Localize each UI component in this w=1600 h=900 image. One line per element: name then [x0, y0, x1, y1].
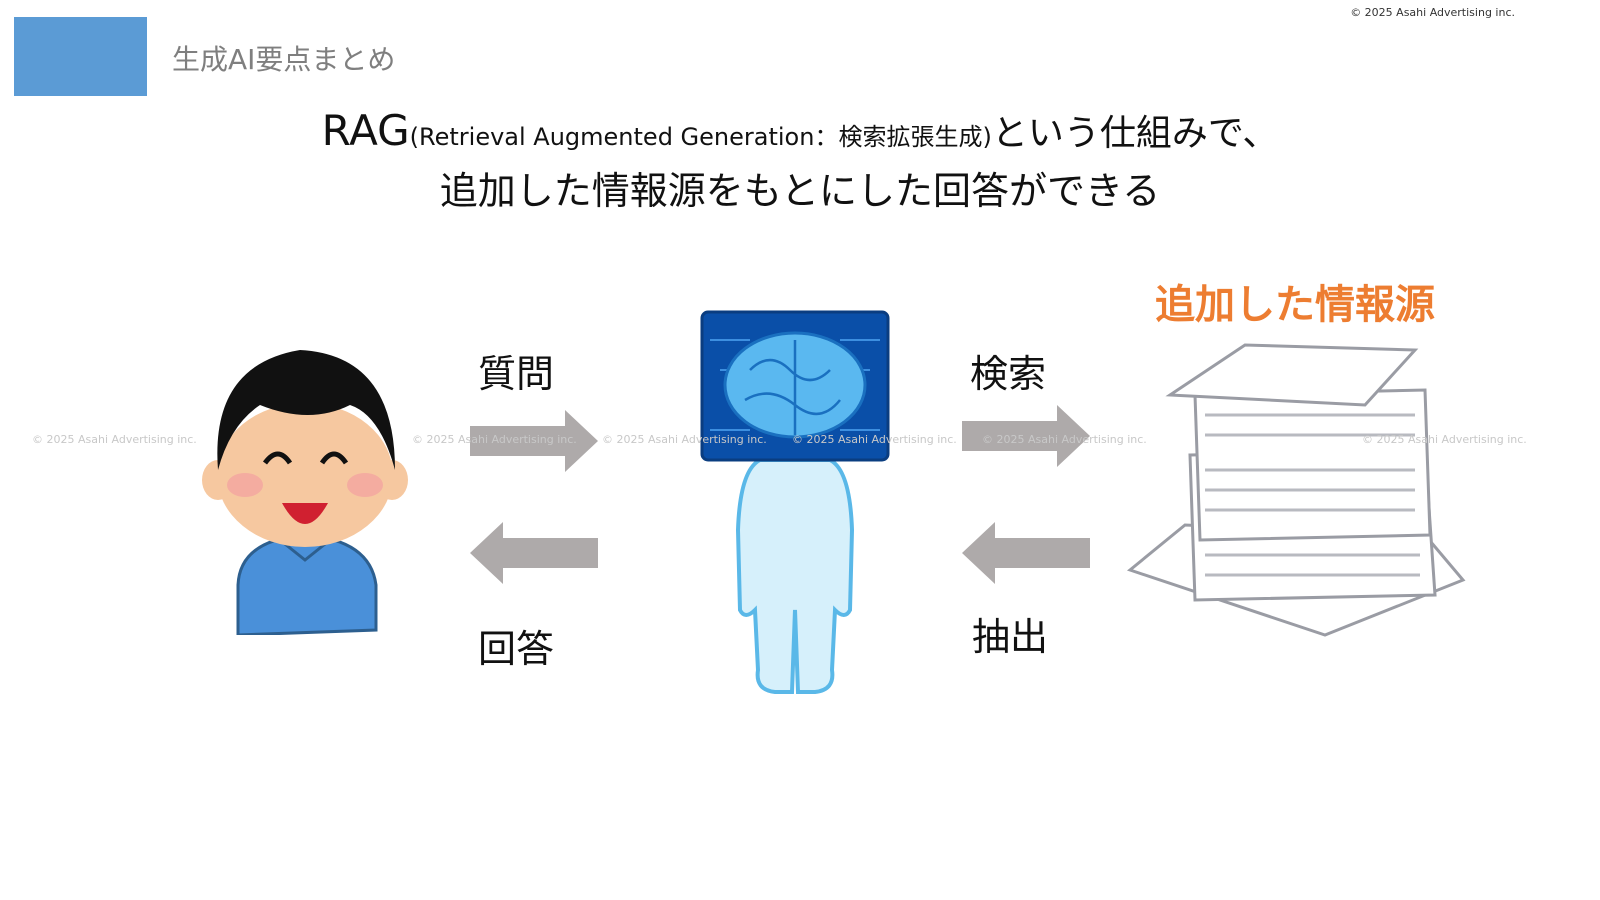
slide-title-line1: RAG(Retrieval Augmented Generation：検索拡張生…: [0, 104, 1600, 156]
rag-expansion: (Retrieval Augmented Generation：検索拡張生成): [409, 123, 992, 151]
watermark: © 2025 Asahi Advertising inc.: [412, 433, 577, 446]
watermark: © 2025 Asahi Advertising inc.: [1362, 433, 1527, 446]
arrow-left-extract: [962, 522, 1090, 584]
arrow-right-question: [470, 410, 598, 472]
added-source-label: 追加した情報源: [1155, 282, 1435, 328]
watermark: © 2025 Asahi Advertising inc.: [32, 433, 197, 446]
search-label: 検索: [970, 352, 1047, 396]
title-rest: という仕組みで、: [991, 113, 1279, 154]
arrow-right-search: [962, 405, 1090, 467]
slide-title-line2: 追加した情報源をもとにした回答ができる: [439, 169, 1161, 213]
watermark: © 2025 Asahi Advertising inc.: [792, 433, 957, 446]
section-title: 生成AI要点まとめ: [172, 43, 396, 76]
answer-label: 回答: [478, 627, 555, 671]
watermark: © 2025 Asahi Advertising inc.: [602, 433, 767, 446]
documents-illustration: [1126, 343, 1466, 637]
accent-block: [14, 17, 147, 96]
ai-illustration: [700, 310, 890, 694]
user-illustration: [202, 350, 408, 635]
watermark: © 2025 Asahi Advertising inc.: [982, 433, 1147, 446]
extract-label: 抽出: [972, 615, 1049, 659]
arrow-left-answer: [470, 522, 598, 584]
question-label: 質問: [478, 352, 555, 396]
rag-term: RAG: [321, 106, 410, 155]
copyright: © 2025 Asahi Advertising inc.: [1350, 6, 1515, 19]
